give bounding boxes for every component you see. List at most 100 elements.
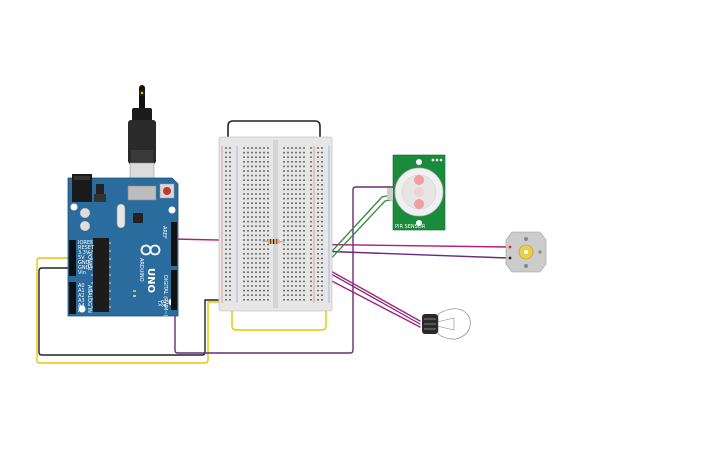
breadboard-hole[interactable]: [317, 280, 319, 283]
breadboard-hole[interactable]: [310, 184, 312, 186]
breadboard-hole[interactable]: [287, 161, 289, 163]
breadboard-hole[interactable]: [259, 289, 261, 292]
breadboard-hole[interactable]: [267, 151, 269, 154]
breadboard-hole[interactable]: [295, 207, 297, 209]
breadboard-hole[interactable]: [299, 184, 301, 186]
breadboard-hole[interactable]: [287, 257, 289, 260]
breadboard-hole[interactable]: [267, 197, 269, 200]
breadboard-hole[interactable]: [229, 243, 231, 246]
breadboard-hole[interactable]: [299, 220, 301, 223]
breadboard-hole[interactable]: [247, 220, 249, 223]
breadboard-hole[interactable]: [247, 253, 249, 255]
breadboard-hole[interactable]: [291, 147, 293, 149]
breadboard-hole[interactable]: [243, 234, 245, 237]
dc-motor[interactable]: [505, 231, 547, 273]
breadboard-hole[interactable]: [243, 266, 245, 269]
breadboard-hole[interactable]: [247, 243, 249, 246]
breadboard-hole[interactable]: [267, 156, 269, 158]
breadboard-hole[interactable]: [243, 294, 245, 296]
breadboard-hole[interactable]: [225, 289, 227, 292]
pir-sensor[interactable]: PIR SENSOR: [387, 154, 446, 231]
breadboard-hole[interactable]: [317, 211, 319, 214]
breadboard-hole[interactable]: [295, 193, 297, 195]
breadboard-hole[interactable]: [251, 147, 253, 149]
breadboard-hole[interactable]: [259, 257, 261, 260]
breadboard-hole[interactable]: [251, 220, 253, 223]
breadboard-hole[interactable]: [251, 193, 253, 195]
wire-black-gnd[interactable]: [38, 267, 229, 356]
breadboard-hole[interactable]: [243, 220, 245, 223]
breadboard-hole[interactable]: [303, 165, 305, 168]
breadboard-hole[interactable]: [255, 220, 257, 223]
breadboard-hole[interactable]: [299, 276, 301, 278]
breadboard-hole[interactable]: [243, 262, 245, 264]
breadboard-hole[interactable]: [283, 299, 285, 301]
breadboard-hole[interactable]: [295, 184, 297, 186]
breadboard-hole[interactable]: [291, 234, 293, 237]
breadboard-hole[interactable]: [299, 299, 301, 301]
breadboard-hole[interactable]: [287, 147, 289, 149]
breadboard-hole[interactable]: [247, 161, 249, 163]
breadboard-hole[interactable]: [287, 211, 289, 214]
breadboard-hole[interactable]: [287, 239, 289, 241]
breadboard-hole[interactable]: [291, 230, 293, 232]
breadboard-hole[interactable]: [291, 253, 293, 255]
breadboard-hole[interactable]: [259, 234, 261, 237]
breadboard-hole[interactable]: [310, 216, 312, 218]
breadboard-hole[interactable]: [283, 170, 285, 172]
breadboard-hole[interactable]: [251, 174, 253, 177]
breadboard-hole[interactable]: [229, 248, 231, 250]
breadboard-hole[interactable]: [243, 211, 245, 214]
breadboard-hole[interactable]: [287, 276, 289, 278]
breadboard-hole[interactable]: [255, 239, 257, 241]
breadboard-hole[interactable]: [267, 193, 269, 195]
breadboard-hole[interactable]: [255, 266, 257, 269]
breadboard-hole[interactable]: [259, 174, 261, 177]
wire-purple-signal[interactable]: [171, 186, 396, 354]
breadboard-hole[interactable]: [229, 234, 231, 237]
breadboard-hole[interactable]: [287, 193, 289, 195]
breadboard-hole[interactable]: [310, 266, 312, 269]
breadboard-hole[interactable]: [299, 266, 301, 269]
breadboard-hole[interactable]: [299, 197, 301, 200]
breadboard-hole[interactable]: [255, 285, 257, 287]
breadboard-hole[interactable]: [225, 271, 227, 273]
breadboard-hole[interactable]: [295, 216, 297, 218]
breadboard-hole[interactable]: [287, 202, 289, 204]
breadboard-hole[interactable]: [295, 248, 297, 250]
breadboard-hole[interactable]: [299, 165, 301, 168]
breadboard-hole[interactable]: [321, 276, 323, 278]
breadboard-hole[interactable]: [317, 285, 319, 287]
breadboard-hole[interactable]: [247, 225, 249, 227]
breadboard-hole[interactable]: [299, 170, 301, 172]
breadboard-hole[interactable]: [225, 239, 227, 241]
breadboard-hole[interactable]: [229, 253, 231, 255]
breadboard-hole[interactable]: [291, 266, 293, 269]
breadboard-hole[interactable]: [243, 197, 245, 200]
breadboard-hole[interactable]: [247, 257, 249, 260]
breadboard-hole[interactable]: [283, 248, 285, 250]
breadboard-hole[interactable]: [243, 248, 245, 250]
breadboard-hole[interactable]: [291, 202, 293, 204]
breadboard-hole[interactable]: [310, 271, 312, 273]
breadboard-hole[interactable]: [243, 289, 245, 292]
breadboard-hole[interactable]: [291, 197, 293, 200]
breadboard-hole[interactable]: [247, 216, 249, 218]
breadboard-hole[interactable]: [283, 184, 285, 186]
breadboard-hole[interactable]: [295, 161, 297, 163]
breadboard-hole[interactable]: [321, 193, 323, 195]
breadboard-hole[interactable]: [317, 248, 319, 250]
breadboard-hole[interactable]: [299, 253, 301, 255]
breadboard-hole[interactable]: [263, 294, 265, 296]
breadboard-hole[interactable]: [243, 165, 245, 168]
breadboard-hole[interactable]: [299, 202, 301, 204]
breadboard-hole[interactable]: [255, 230, 257, 232]
breadboard-hole[interactable]: [225, 285, 227, 287]
breadboard-hole[interactable]: [251, 239, 253, 241]
breadboard-hole[interactable]: [287, 188, 289, 191]
breadboard-hole[interactable]: [267, 248, 269, 250]
breadboard-hole[interactable]: [321, 299, 323, 301]
breadboard-hole[interactable]: [243, 257, 245, 260]
breadboard-hole[interactable]: [255, 174, 257, 177]
breadboard-hole[interactable]: [310, 197, 312, 200]
